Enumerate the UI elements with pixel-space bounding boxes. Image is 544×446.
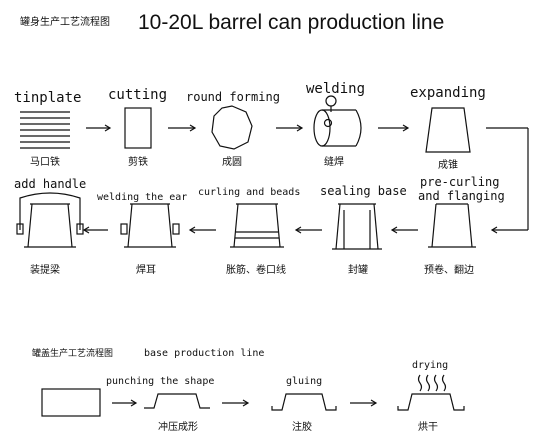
sealing-bucket-icon [332, 203, 382, 250]
page-title: 10-20L barrel can production line [138, 11, 445, 34]
arrow-9 [112, 399, 138, 407]
curling-beads-cn-label: 胀筋、卷口线 [226, 265, 286, 276]
welding-ear-cn-label: 焊耳 [136, 265, 156, 276]
cut-sheet-icon [124, 107, 152, 149]
drying-cn-label: 烘干 [418, 422, 438, 433]
welding-ear-bucket-icon [120, 203, 180, 248]
arrow-2 [168, 124, 197, 132]
gluing-label: gluing [286, 376, 323, 387]
welding-ear-label: welding the ear [97, 192, 188, 203]
expanding-cone-icon [425, 107, 471, 153]
arrow-8 [82, 226, 108, 234]
cutting-cn-label: 剪铁 [128, 157, 148, 168]
arrow-4 [378, 124, 410, 132]
gluing-cn-label: 注胶 [292, 422, 312, 433]
add-handle-label: add handle [14, 177, 87, 191]
add-handle-cn-label: 装提梁 [30, 265, 60, 276]
arrow-3 [276, 124, 304, 132]
base-title: base production line [144, 348, 265, 359]
precurling-label-line1: pre-curling [420, 175, 500, 189]
round-forming-label: round forming [186, 90, 280, 104]
cutting-label: cutting [108, 87, 168, 103]
arrow-7 [188, 226, 216, 234]
glued-base-icon [271, 393, 337, 411]
round-forming-icon [211, 105, 253, 150]
arrow-11 [350, 399, 378, 407]
arrow-10 [222, 399, 250, 407]
arrow-1 [86, 124, 112, 132]
welding-cylinder-icon [313, 95, 362, 147]
punched-base-icon [144, 393, 210, 409]
precurling-bucket-icon [428, 203, 476, 248]
welding-label: welding [306, 81, 366, 97]
punching-cn-label: 冲压成形 [158, 422, 198, 433]
sealing-base-cn-label: 封罐 [348, 265, 368, 276]
arrow-6 [294, 226, 322, 234]
base-blank-icon [41, 388, 101, 417]
precurling-label-line2: and flanging [418, 189, 505, 203]
precurling-cn-label: 预卷、翻边 [424, 265, 474, 276]
curling-beads-label: curling and beads [198, 187, 301, 198]
dried-base-icon [397, 393, 465, 411]
curling-bucket-icon [230, 203, 284, 248]
header-cn-title: 罐身生产工艺流程图 [20, 17, 110, 28]
sealing-base-label: sealing base [320, 184, 407, 198]
tinplate-label: tinplate [14, 90, 82, 106]
handle-bucket-icon [16, 192, 84, 248]
expanding-cn-label: 成锥 [438, 160, 458, 171]
drying-label: drying [412, 360, 449, 371]
tinplate-cn-label: 马口铁 [30, 157, 60, 168]
drying-heat-icon [417, 374, 447, 392]
welding-cn-label: 缝焊 [324, 157, 344, 168]
expanding-label: expanding [410, 85, 486, 101]
connector-down [486, 127, 529, 234]
tinplate-sheets-icon [20, 111, 70, 149]
round-forming-cn-label: 成圆 [222, 157, 242, 168]
punching-label: punching the shape [106, 376, 215, 387]
base-cn-title: 罐盖生产工艺流程图 [32, 349, 114, 359]
arrow-5 [390, 226, 418, 234]
